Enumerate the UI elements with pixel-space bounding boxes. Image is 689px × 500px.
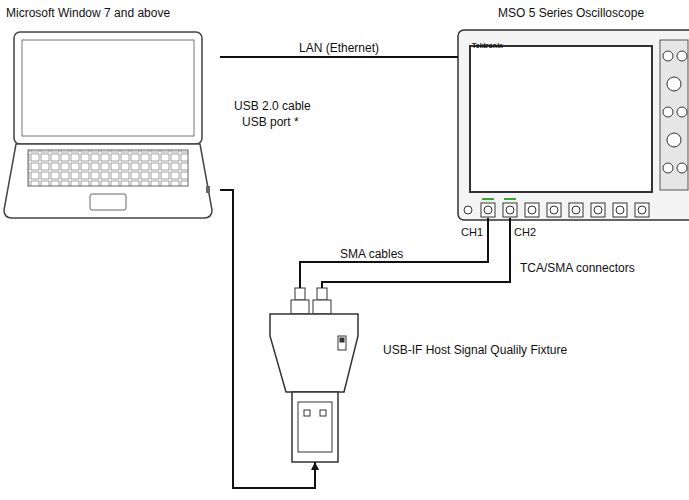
node-label: USB-IF Host Signal Qualily Fixture <box>383 343 607 357</box>
knob <box>677 51 687 61</box>
channel-label: CH1 <box>461 226 483 239</box>
laptop-keyboard <box>28 150 188 186</box>
knob <box>667 133 681 147</box>
fixture-switch <box>340 338 344 342</box>
connector-label-box: TCA/SMA connectors <box>520 258 635 276</box>
bnc-connector <box>528 206 536 214</box>
sma-connector <box>295 288 305 300</box>
channel-connectors <box>481 203 649 217</box>
sma-nut <box>313 300 331 314</box>
edge-label: LAN (Ethernet) <box>297 41 381 55</box>
port-label: USB port * <box>242 115 299 129</box>
bnc-connector <box>506 206 514 214</box>
cable-label: USB 2.0 cable <box>234 99 311 113</box>
channel-indicator <box>482 198 494 200</box>
bnc-connector <box>638 206 646 214</box>
connector-label: TCA/SMA connectors <box>520 261 635 275</box>
bnc-connector <box>503 203 517 217</box>
cable-connector <box>220 190 315 488</box>
sma-nut <box>291 300 309 314</box>
edge-label-box: LAN (Ethernet) <box>297 38 381 56</box>
bnc-connector <box>613 203 627 217</box>
brand-label: Tektronix <box>472 41 503 50</box>
cable-label-box: SMA cables <box>340 244 403 262</box>
knob <box>663 107 673 117</box>
channel-label-box: CH1 <box>461 222 483 240</box>
oscilloscope-drawing <box>458 30 689 220</box>
fixture-node: USB-IF Host Signal Qualily Fixture <box>268 288 607 462</box>
usb-plug-hole <box>304 410 310 416</box>
fixture-drawing <box>270 288 358 462</box>
usb-plug-inner <box>298 402 332 452</box>
bnc-connector <box>616 206 624 214</box>
bnc-connector <box>550 206 558 214</box>
knob <box>663 51 673 61</box>
laptop-drawing <box>4 32 212 218</box>
knob <box>677 163 687 173</box>
scope-screen <box>470 46 652 192</box>
bnc-connector <box>635 203 649 217</box>
scope-body <box>458 30 689 220</box>
knob <box>663 163 673 173</box>
usb-plug-hole <box>320 410 326 416</box>
port-label-box: USB port * <box>242 112 299 130</box>
sma-connector <box>317 288 327 300</box>
control-panel <box>660 40 688 190</box>
node-label: MSO 5 Series Oscilloscope <box>498 6 689 20</box>
fixture-switch <box>338 336 346 350</box>
bnc-connector <box>594 206 602 214</box>
channel-label: CH2 <box>514 226 536 239</box>
laptop-touchpad <box>90 194 126 210</box>
bnc-connector <box>591 203 605 217</box>
bnc-connector <box>481 203 495 217</box>
knob <box>667 77 681 91</box>
laptop-screen <box>22 40 194 136</box>
power-button <box>464 206 472 214</box>
cable-label-box: USB 2.0 cable <box>234 96 311 114</box>
channel-label-box: CH2 <box>514 222 536 240</box>
usb-port <box>206 186 210 193</box>
bnc-connector <box>484 206 492 214</box>
bnc-connector <box>569 203 583 217</box>
usb-plug <box>292 392 338 462</box>
cable-label: SMA cables <box>340 247 403 261</box>
node-label: Microsoft Window 7 and above <box>6 6 220 20</box>
knob <box>677 107 687 117</box>
laptop-base <box>4 144 212 218</box>
oscilloscope-node: MSO 5 Series Oscilloscope <box>458 4 689 218</box>
laptop-node: Microsoft Window 7 and above <box>4 4 220 222</box>
laptop-lid <box>14 32 202 144</box>
cable-connector <box>322 218 510 288</box>
bnc-connector <box>547 203 561 217</box>
channel-indicator <box>504 198 516 200</box>
fixture-board <box>270 314 358 392</box>
cable-connector <box>220 56 458 58</box>
cable-connector <box>300 218 488 288</box>
bnc-connector <box>525 203 539 217</box>
bnc-connector <box>572 206 580 214</box>
brand-label-box: Tektronix <box>472 34 503 52</box>
